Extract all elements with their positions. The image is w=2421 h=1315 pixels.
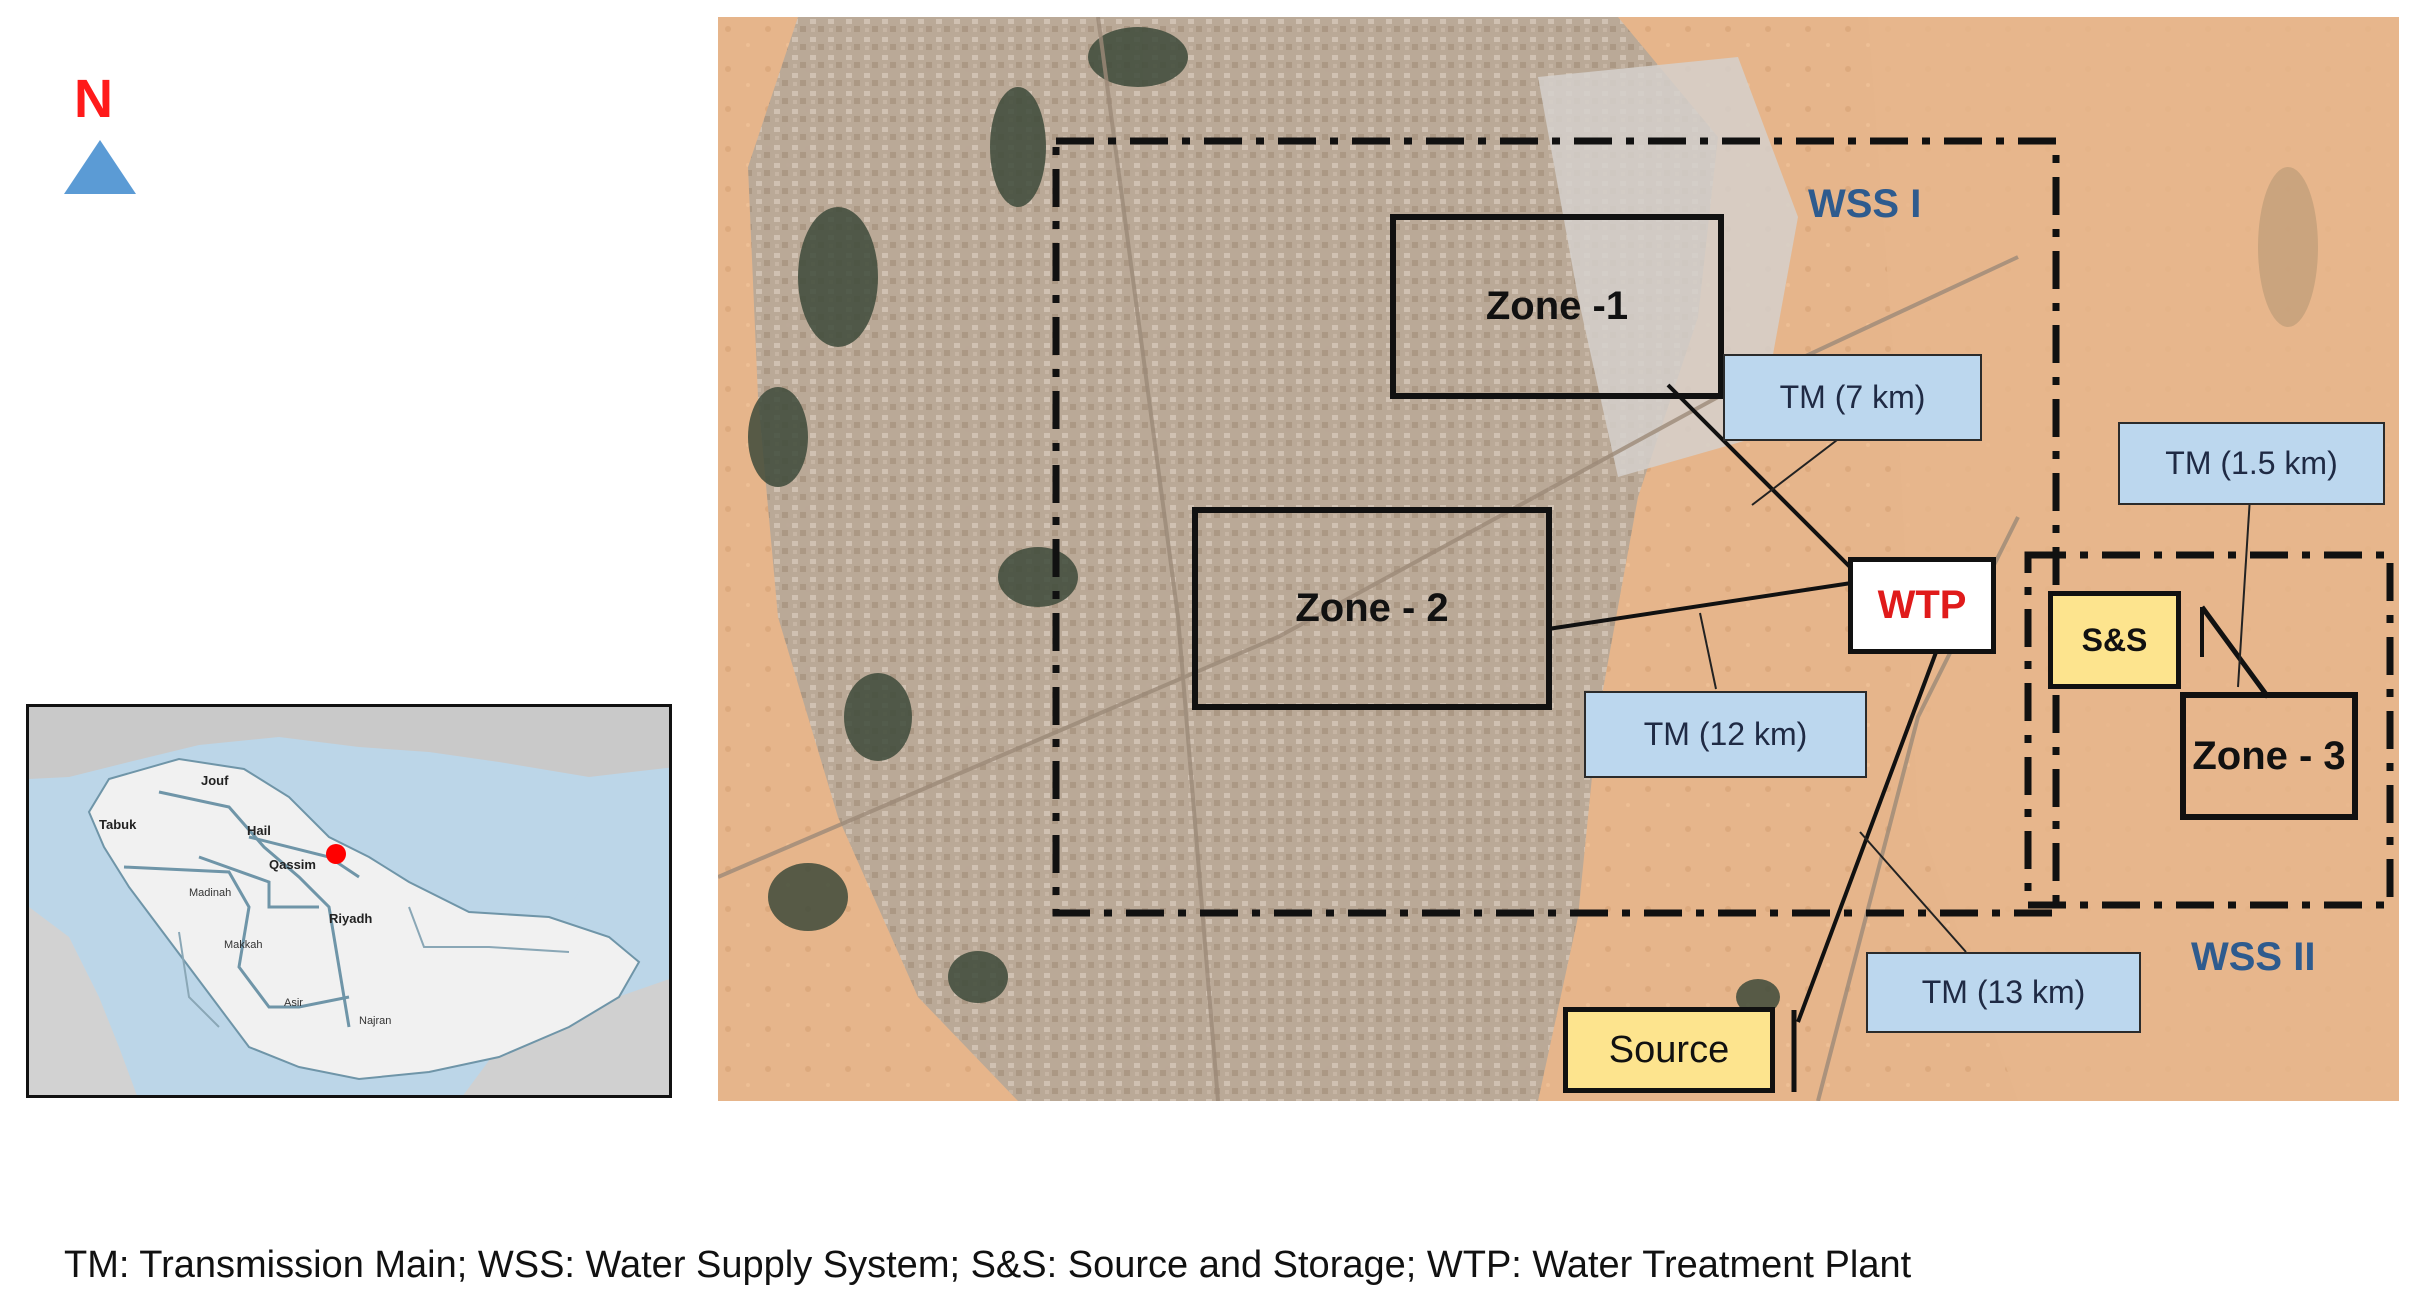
tm-line-wtp-zone2 <box>1547 580 1859 631</box>
inset-map-graphic <box>29 707 669 1095</box>
zone-1-label: Zone -1 <box>1485 284 1629 328</box>
wtp-box: WTP <box>1848 557 1996 654</box>
zone-2-box: Zone - 2 <box>1192 507 1552 710</box>
ss-box: S&S <box>2048 591 2181 689</box>
leader-tm2 <box>1699 612 1717 690</box>
region-label-jouf: Jouf <box>201 773 229 788</box>
north-arrow: N <box>60 68 140 198</box>
zone-3-box: Zone - 3 <box>2180 692 2358 820</box>
region-label-riyadh: Riyadh <box>329 911 373 926</box>
tm-7km-label: TM (7 km) <box>1723 354 1982 441</box>
region-label-makkah: Makkah <box>224 939 263 951</box>
tm-13km-label: TM (13 km) <box>1866 952 2141 1033</box>
zone-3-label: Zone - 3 <box>2192 733 2346 778</box>
tm-line-wtp-source <box>1796 646 1940 1023</box>
leader-tm4 <box>2237 496 2251 688</box>
leader-tm1 <box>1751 436 1842 506</box>
region-label-tabuk: Tabuk <box>99 817 137 832</box>
satellite-map <box>718 17 2399 1101</box>
north-letter: N <box>74 69 113 129</box>
satellite-imagery <box>718 17 2399 1101</box>
tm-line-ss-zone3 <box>2199 605 2271 699</box>
region-label-madinah: Madinah <box>189 887 232 899</box>
wss-1-label: WSS I <box>1808 182 1922 226</box>
region-label-najran: Najran <box>359 1015 392 1027</box>
tm-line-wtp-zone1 <box>1666 383 1860 577</box>
region-label-qassim: Qassim <box>269 857 316 872</box>
tm-1-5km-label: TM (1.5 km) <box>2118 422 2385 505</box>
inset-map: Jouf Tabuk Hail Qassim Madinah Riyadh Ma… <box>26 704 672 1098</box>
leader-tm3 <box>1859 831 1967 953</box>
tm-12km-label: TM (12 km) <box>1584 691 1867 778</box>
zone-2-label: Zone - 2 <box>1295 586 1449 630</box>
region-label-asir: Asir <box>284 997 303 1009</box>
north-arrow-icon <box>64 140 136 194</box>
abbreviation-legend: TM: Transmission Main; WSS: Water Supply… <box>64 1244 1912 1286</box>
network-overlay: Zone -1 Zone - 2 Zone - 3 WTP S&S Source… <box>718 17 2399 1101</box>
region-label-hail: Hail <box>247 823 271 838</box>
wss1-boundary <box>1052 137 2060 917</box>
source-box: Source <box>1563 1007 1775 1093</box>
zone-1-box: Zone -1 <box>1390 214 1724 399</box>
wss2-boundary <box>2024 551 2394 909</box>
overlay-lines <box>1052 137 2394 1092</box>
wss-2-label: WSS II <box>2191 935 2316 979</box>
